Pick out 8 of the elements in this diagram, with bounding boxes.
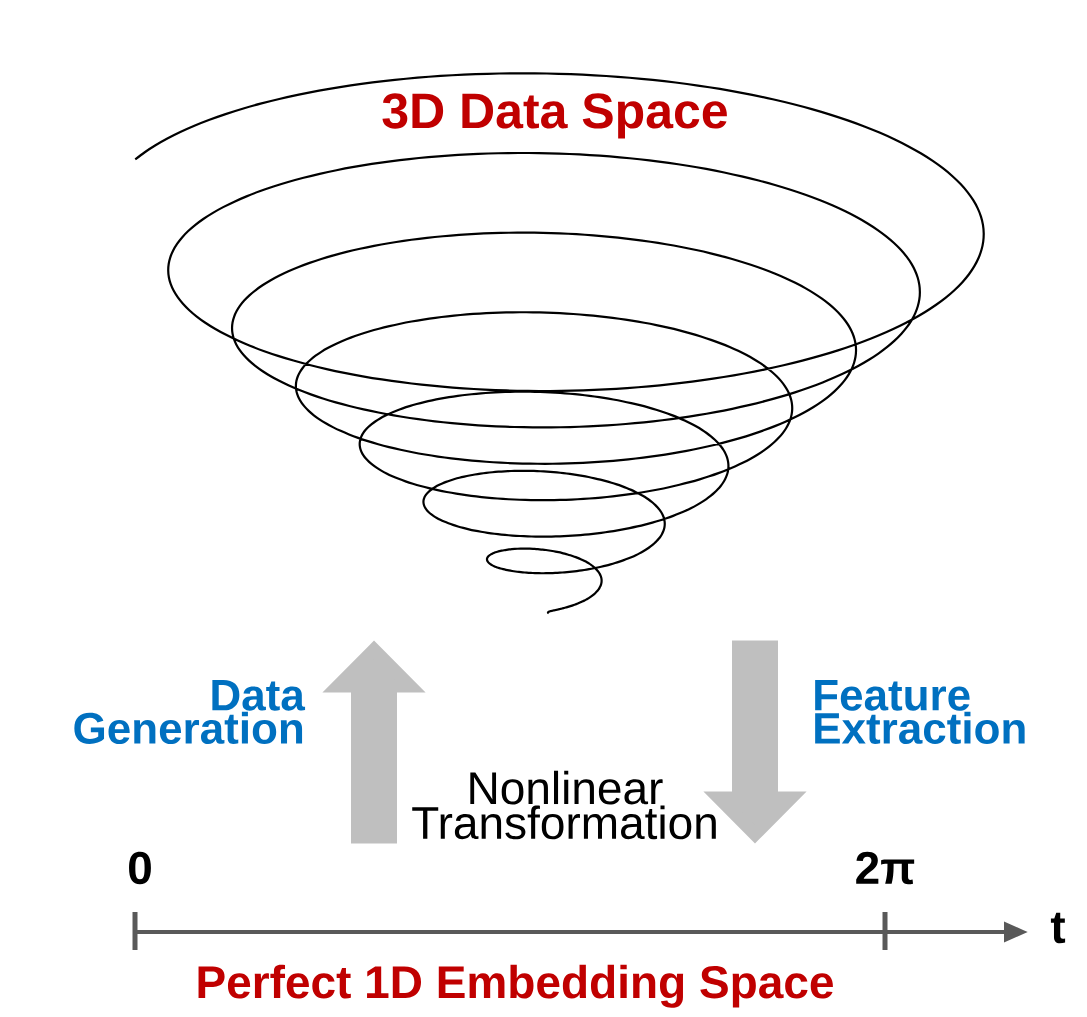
tick-label: 0 [129,851,151,885]
description-text: Nonlinear Transformation [412,770,716,840]
embedding-axis-label: Perfect 1D Embedding Space [198,964,833,1008]
axis-label: t [1050,912,1066,944]
edge-label: Feature Extraction [815,680,1025,744]
tick-label: 2π [856,851,915,885]
edge-label: Data Generation [74,680,306,744]
spiral-region: 3D Data Space [382,93,727,139]
